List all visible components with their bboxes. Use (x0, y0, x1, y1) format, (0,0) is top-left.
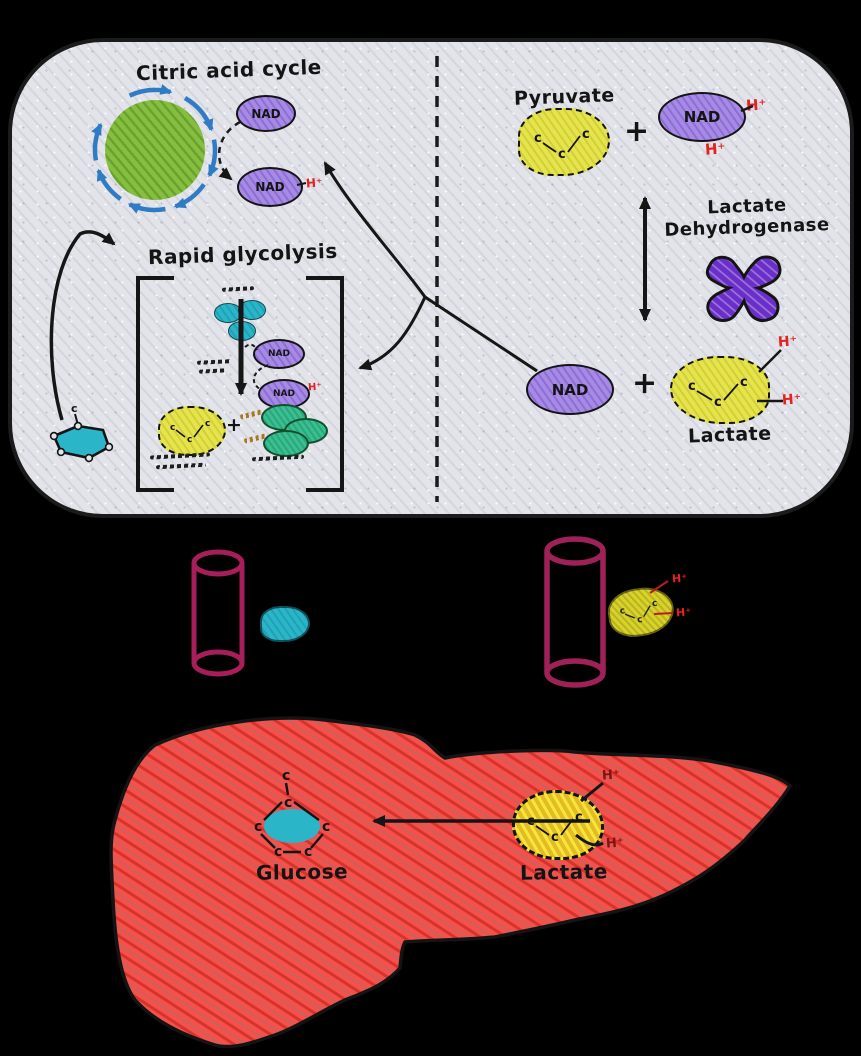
carbon-label: c (205, 419, 210, 429)
carbon-label: c (651, 599, 658, 610)
ldh-label: Lactate Dehydrogenase (662, 195, 832, 241)
nadh-oval-glycolysis: NAD (258, 379, 310, 409)
lactate-title-liver: Lactate (519, 859, 608, 885)
lactate-title-cell: Lactate (687, 422, 772, 448)
ldh-enzyme-icon (705, 255, 782, 323)
mini-glucose-blob (238, 300, 266, 320)
glucose-molecule-cell: c (49, 402, 114, 463)
h-plus-citric: H⁺ (305, 175, 323, 191)
ldh-label-line2: Dehydrogenase (664, 214, 830, 241)
carbon-label: c (582, 127, 590, 142)
carbon-label: c (527, 814, 535, 829)
h-plus-transport-1: H⁺ (671, 571, 688, 586)
lactate-transporter-channel (544, 536, 606, 688)
plus-sign-bottom-right: + (632, 366, 658, 401)
nadh-oval-citric-bottom: NAD (237, 167, 303, 207)
carbon-label: c (71, 402, 78, 415)
nad-label: NAD (551, 380, 589, 399)
carbon-label: c (551, 830, 559, 845)
carbon-label: c (284, 795, 292, 811)
atp-oval (263, 430, 309, 457)
pyruvate-title: Pyruvate (513, 84, 616, 110)
carbon-label: c (636, 615, 643, 626)
lactate-blob-cell: c c c (670, 356, 770, 424)
lactate-blob-liver: c c c (512, 790, 604, 860)
nad-oval-citric-top: NAD (236, 95, 296, 132)
carbon-label: c (714, 395, 722, 410)
nad-oval-bottom-right: NAD (526, 364, 614, 415)
pyruvate-blob: c c c (518, 108, 610, 176)
h-plus-lactate-1: H⁺ (777, 333, 798, 351)
carbon-label: c (282, 768, 290, 784)
mini-glucose-blob (228, 321, 256, 341)
nad-label: NAD (273, 389, 295, 399)
h-plus-transport-2: H⁺ (675, 605, 692, 620)
plus-sign-top-right: + (624, 114, 650, 149)
carbon-label: c (575, 810, 583, 825)
nad-label: NAD (268, 349, 290, 359)
h-plus-top-right-1: H⁺ (745, 95, 768, 115)
nad-oval-glycolysis: NAD (253, 339, 305, 369)
glucose-blob-transport (260, 606, 310, 642)
glucose-title-liver: Glucose (255, 859, 349, 885)
glycolysis-bracket-left (136, 276, 174, 492)
citric-acid-cycle-circle (105, 100, 205, 200)
nad-label: NAD (683, 108, 721, 126)
h-plus-top-right-2: H⁺ (704, 139, 727, 159)
h-plus-lactate-2: H⁺ (781, 391, 802, 409)
glucose-transporter-channel (191, 549, 245, 677)
h-plus-glycolysis: H⁺ (307, 381, 323, 394)
h-plus-liver-2: H⁺ (605, 835, 625, 852)
carbon-chain: c c c (527, 810, 583, 845)
cycle-arrows-icon (91, 84, 219, 214)
liver-shape (109, 716, 793, 1049)
carbon-label: c (170, 423, 175, 433)
nad-label: NAD (251, 106, 281, 121)
nad-label: NAD (255, 180, 285, 194)
carbon-chain: c c c (170, 419, 210, 445)
h-plus-liver-1: H⁺ (601, 767, 621, 784)
carbon-label: c (558, 147, 566, 162)
carbon-label: c (304, 844, 312, 860)
pyruvate-blob-glycolysis: c c c (158, 406, 226, 456)
carbon-label: c (619, 606, 626, 617)
carbon-label: c (322, 819, 330, 835)
carbon-label: c (254, 819, 262, 835)
carbon-label: c (688, 379, 696, 394)
glucose-molecule-liver: c c c c c c (254, 768, 330, 860)
carbon-label: c (534, 131, 542, 146)
lactate-blob-transport: c c c (604, 583, 678, 641)
carbon-chain: c c c (619, 599, 658, 626)
carbon-chain: c c c (534, 127, 590, 162)
carbon-label: c (187, 435, 192, 445)
carbon-chain: c c c (688, 375, 748, 410)
plus-sign-glycolysis: + (226, 414, 242, 436)
carbon-label: c (274, 844, 282, 860)
nad-oval-top-right: NAD (658, 92, 746, 142)
carbon-label: c (740, 375, 748, 390)
